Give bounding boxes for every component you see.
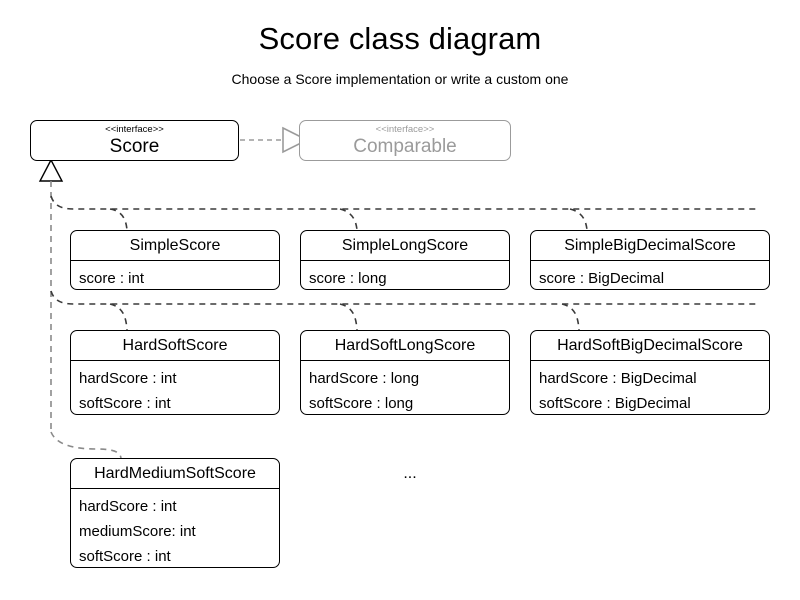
class-hard-medium-soft-score-name: HardMediumSoftScore [71, 459, 279, 489]
branch-to-simple-score [109, 208, 128, 231]
attribute: softScore : int [79, 548, 171, 565]
interface-score-stereotype: <<interface>> [105, 123, 164, 135]
class-hard-soft-score-name: HardSoftScore [71, 331, 279, 361]
branch-to-simple-big-decimal-score [569, 208, 588, 231]
class-hard-medium-soft-score-attributes: hardScore : int mediumScore: int softSco… [71, 489, 279, 567]
attribute: score : BigDecimal [539, 270, 665, 287]
attribute: score : long [309, 270, 387, 287]
class-simple-long-score[interactable]: SimpleLongScore score : long [300, 230, 510, 290]
attribute: softScore : int [79, 395, 171, 412]
attribute: hardScore : int [79, 498, 177, 515]
class-simple-big-decimal-score[interactable]: SimpleBigDecimalScore score : BigDecimal [530, 230, 770, 290]
class-simple-score[interactable]: SimpleScore score : int [70, 230, 280, 290]
class-simple-long-score-attributes: score : long [301, 261, 509, 289]
attribute: score : int [79, 270, 145, 287]
branch-to-hard-medium-soft-score [50, 431, 122, 459]
attribute: softScore : long [309, 395, 414, 412]
class-hard-soft-big-decimal-score-attributes: hardScore : BigDecimal softScore : BigDe… [531, 361, 769, 414]
class-simple-big-decimal-score-name: SimpleBigDecimalScore [531, 231, 769, 261]
page-subtitle: Choose a Score implementation or write a… [231, 71, 569, 87]
interface-comparable[interactable]: <<interface>> Comparable [299, 120, 511, 161]
class-simple-long-score-name: SimpleLongScore [301, 231, 509, 261]
class-hard-soft-big-decimal-score-name: HardSoftBigDecimalScore [531, 331, 769, 361]
page-title: Score class diagram [258, 21, 542, 56]
realization-edge-score-comparable [240, 126, 309, 154]
generalization-triangle [38, 158, 64, 182]
interface-comparable-stereotype: <<interface>> [375, 123, 435, 135]
branch-to-hard-soft-score [109, 303, 128, 331]
generalization-branch-row1 [50, 195, 760, 210]
interface-comparable-name: Comparable [353, 135, 457, 157]
attribute: hardScore : int [79, 370, 177, 387]
branch-to-hard-soft-big-decimal-score [561, 303, 580, 331]
class-hard-soft-long-score-name: HardSoftLongScore [301, 331, 509, 361]
attribute: softScore : BigDecimal [539, 395, 691, 412]
class-hard-medium-soft-score[interactable]: HardMediumSoftScore hardScore : int medi… [70, 458, 280, 568]
attribute: hardScore : long [309, 370, 420, 387]
class-simple-score-name: SimpleScore [71, 231, 279, 261]
more-classes-indicator: ... [403, 465, 417, 482]
class-hard-soft-long-score[interactable]: HardSoftLongScore hardScore : long softS… [300, 330, 510, 415]
class-simple-score-attributes: score : int [71, 261, 279, 289]
interface-score[interactable]: <<interface>> Score [30, 120, 239, 161]
class-simple-big-decimal-score-attributes: score : BigDecimal [531, 261, 769, 289]
branch-to-simple-long-score [339, 208, 358, 231]
class-hard-soft-score[interactable]: HardSoftScore hardScore : int softScore … [70, 330, 280, 415]
branch-to-hard-soft-long-score [339, 303, 358, 331]
interface-score-name: Score [109, 135, 160, 157]
attribute: hardScore : BigDecimal [539, 370, 697, 387]
class-hard-soft-big-decimal-score[interactable]: HardSoftBigDecimalScore hardScore : BigD… [530, 330, 770, 415]
class-hard-soft-score-attributes: hardScore : int softScore : int [71, 361, 279, 414]
attribute: mediumScore: int [79, 523, 196, 540]
class-hard-soft-long-score-attributes: hardScore : long softScore : long [301, 361, 509, 414]
generalization-branch-row2 [50, 290, 760, 305]
